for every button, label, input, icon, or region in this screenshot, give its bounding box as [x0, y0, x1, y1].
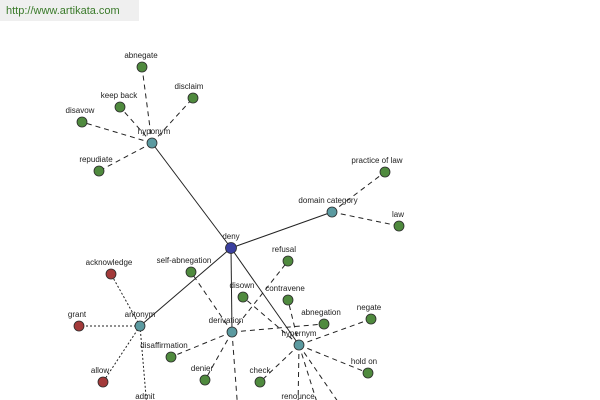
edge-derivation-refusal [231, 260, 289, 333]
node-antonym[interactable] [134, 320, 146, 332]
edge-hypernym-offscreen_3 [298, 344, 338, 400]
edge-domain_category-law [331, 211, 400, 227]
edge-derivation-abnegation [231, 323, 325, 333]
node-label-contravene[interactable]: contravene [265, 284, 305, 293]
node-law[interactable] [393, 220, 405, 232]
edge-deny-hyponym [151, 142, 232, 249]
node-label-disown[interactable]: disown [230, 281, 255, 290]
node-abnegate[interactable] [136, 61, 148, 73]
node-grant[interactable] [73, 320, 85, 332]
node-label-hyponym[interactable]: hyponym [138, 127, 171, 136]
edge-hypernym-offscreen_2 [298, 344, 317, 400]
node-abnegation[interactable] [318, 318, 330, 330]
node-label-self-abnegation[interactable]: self-abnegation [157, 256, 212, 265]
node-label-disaffirmation[interactable]: disaffirmation [140, 341, 187, 350]
node-denier[interactable] [199, 374, 211, 386]
node-negate[interactable] [365, 313, 377, 325]
node-label-hypernym[interactable]: hypernym [281, 329, 316, 338]
node-check[interactable] [254, 376, 266, 388]
node-practice-of-law[interactable] [379, 166, 391, 178]
url-bar: http://www.artikata.com [0, 0, 139, 21]
edge-derivation-disaffirmation [170, 331, 233, 358]
node-disaffirmation[interactable] [165, 351, 177, 363]
node-repudiate[interactable] [93, 165, 105, 177]
node-label-admit[interactable]: admit [135, 392, 155, 400]
node-self-abnegation[interactable] [185, 266, 197, 278]
node-label-refusal[interactable]: refusal [272, 245, 296, 254]
node-disavow[interactable] [76, 116, 88, 128]
graph-edges [79, 66, 400, 400]
node-contravene[interactable] [282, 294, 294, 306]
edge-hyponym-disclaim [151, 97, 194, 144]
node-disown[interactable] [237, 291, 249, 303]
edge-hypernym-disown [242, 296, 300, 346]
edge-antonym-acknowledge [110, 273, 141, 327]
node-allow[interactable] [97, 376, 109, 388]
node-label-abnegate[interactable]: abnegate [124, 51, 158, 60]
node-label-acknowledge[interactable]: acknowledge [86, 258, 133, 267]
node-label-renounce[interactable]: renounce [281, 392, 315, 400]
node-label-antonym[interactable]: antonym [125, 310, 156, 319]
node-label-practice-of-law[interactable]: practice of law [351, 156, 402, 165]
edge-hyponym-disavow [81, 121, 153, 144]
node-deny[interactable] [225, 242, 237, 254]
edge-antonym-admit [139, 325, 147, 400]
node-disclaim[interactable] [187, 92, 199, 104]
node-label-repudiate[interactable]: repudiate [79, 155, 113, 164]
graph-labels: deny hyponym domain category antonym derivat… [66, 51, 405, 400]
node-label-check[interactable]: check [250, 366, 272, 375]
node-label-law[interactable]: law [392, 210, 404, 219]
node-label-derivation[interactable]: derivation [209, 316, 244, 325]
edge-hyponym-abnegate [141, 66, 153, 144]
node-label-grant[interactable]: grant [68, 310, 87, 319]
node-label-denier[interactable]: denier [191, 364, 214, 373]
edge-deny-antonym [139, 247, 232, 327]
node-refusal[interactable] [282, 255, 294, 267]
edge-hypernym-negate [298, 318, 372, 346]
edge-deny-derivation [230, 247, 233, 333]
graph-nodes [73, 61, 405, 388]
edge-hypernym-contravene [287, 299, 300, 346]
node-label-keep-back[interactable]: keep back [101, 91, 138, 100]
node-label-negate[interactable]: negate [357, 303, 382, 312]
edge-deny-hypernym [230, 247, 300, 346]
edge-derivation-self_abnegation [190, 271, 233, 333]
node-domain-category[interactable] [326, 206, 338, 218]
edge-derivation-offscreen_1 [231, 331, 238, 400]
edge-hyponym-repudiate [98, 142, 153, 172]
edge-hypernym-hold_on [298, 344, 369, 374]
edge-antonym-allow [102, 325, 141, 383]
node-acknowledge[interactable] [105, 268, 117, 280]
edge-hyponym-keep_back [119, 106, 153, 144]
node-label-deny[interactable]: deny [222, 232, 239, 241]
node-label-allow[interactable]: allow [91, 366, 109, 375]
edge-derivation-denier [204, 331, 233, 381]
node-keep-back[interactable] [114, 101, 126, 113]
node-label-abnegation[interactable]: abnegation [301, 308, 341, 317]
node-hold-on[interactable] [362, 367, 374, 379]
node-derivation[interactable] [226, 326, 238, 338]
node-label-domain-category[interactable]: domain category [298, 196, 357, 205]
node-hypernym[interactable] [293, 339, 305, 351]
edge-hypernym-renounce [297, 344, 300, 400]
edge-hypernym-check [259, 344, 300, 383]
site-url-link[interactable]: http://www.artikata.com [6, 5, 120, 17]
edge-deny-domain_category [230, 211, 333, 249]
node-label-hold-on[interactable]: hold on [351, 357, 377, 366]
edge-domain_category-practice_of_law [331, 171, 386, 213]
node-hyponym[interactable] [146, 137, 158, 149]
node-label-disclaim[interactable]: disclaim [175, 82, 204, 91]
node-label-disavow[interactable]: disavow [66, 106, 95, 115]
